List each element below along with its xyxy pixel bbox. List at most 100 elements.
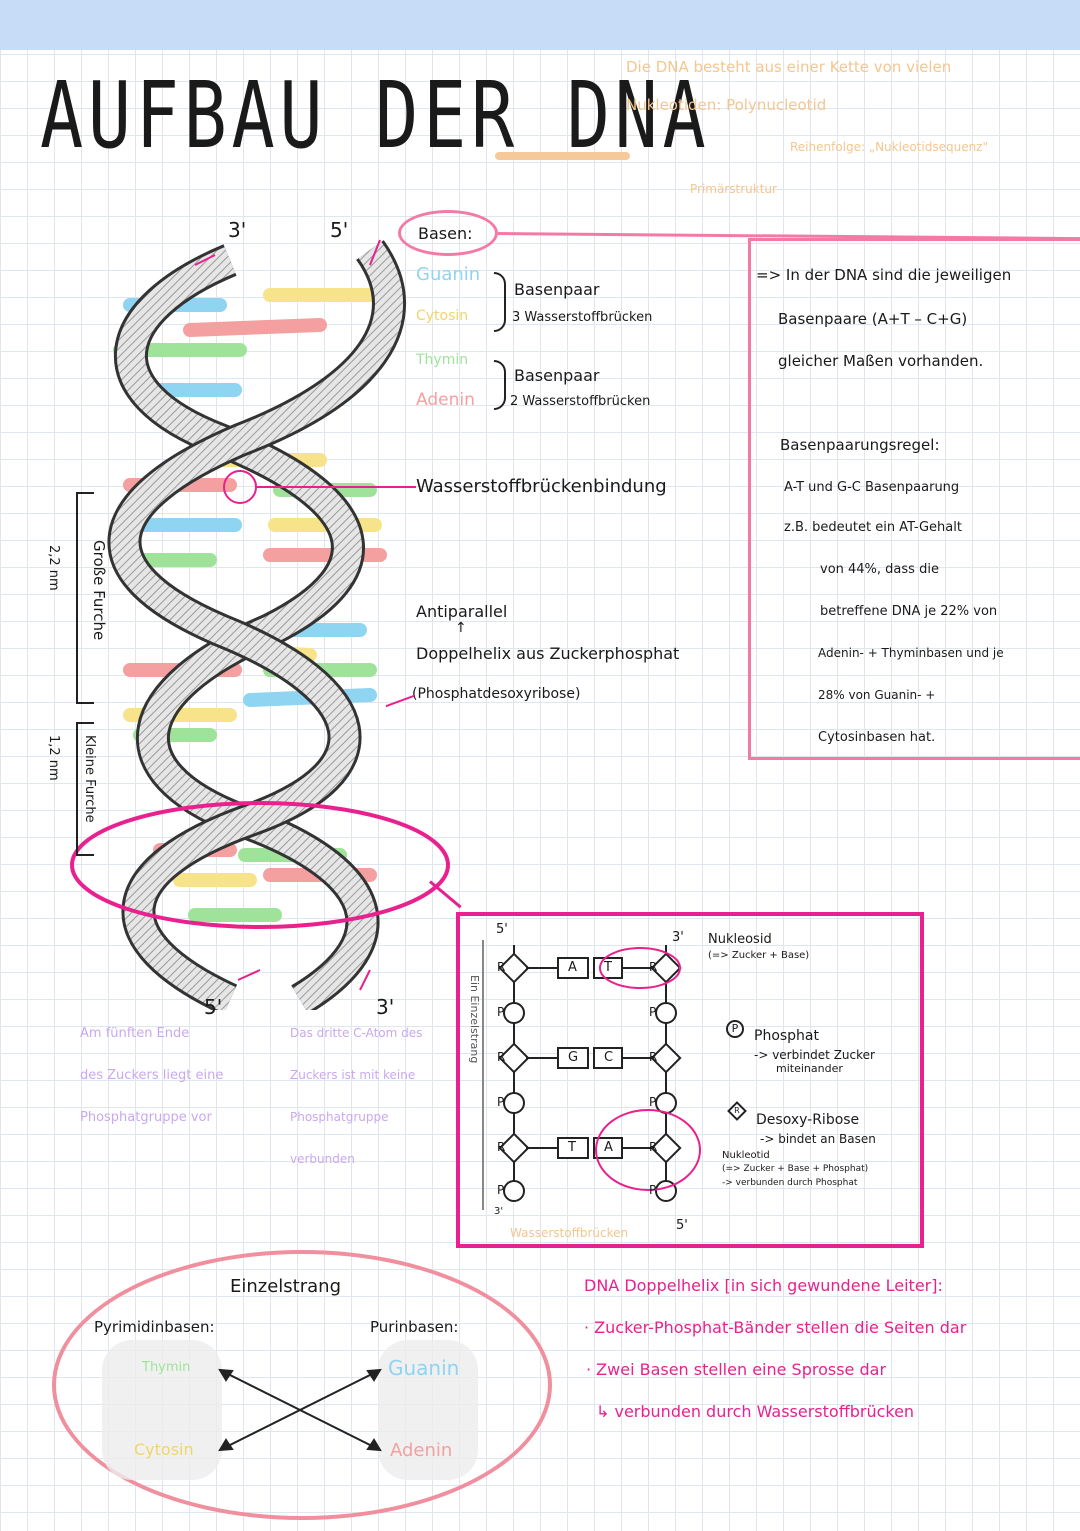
strand-p-6: P [649,1183,657,1197]
note-3-end-1: Das dritte C-Atom des [290,1026,423,1040]
hbond-label: Wasserstoffbrückenbindung [416,476,667,497]
helix-5-prime-top: 5' [330,218,349,242]
strand-r-1: R [497,960,506,974]
note-5-end-2: des Zuckers liegt eine [80,1068,224,1083]
summary-line-3: · Zwei Basen stellen eine Sprosse dar [586,1360,887,1379]
summary-line-4: ↳ verbunden durch Wasserstoffbrücken [596,1402,915,1421]
pyrimidine-shade [102,1340,222,1480]
nucleotid-legend-detail-2: -> verbunden durch Phosphat [722,1178,858,1188]
info-line-3: gleicher Maßen vorhanden. [778,352,984,370]
rule-line-7: Cytosinbasen hat. [818,730,936,745]
note-5-end-3: Phosphatgruppe vor [80,1110,212,1125]
pair-2-left: G [568,1050,579,1065]
phosphat-label: (Phosphatdesoxyribose) [412,686,581,702]
page-title: AUFBAU DER DNA [40,62,711,169]
info-box [748,238,1080,760]
pair2-brace [494,360,506,410]
strand-schematic [498,945,701,1202]
rule-line-5: Adenin- + Thyminbasen und je [818,646,1004,660]
strand-r-3: R [497,1140,506,1154]
top-bar [0,0,1080,50]
strand-p-4: P [649,1005,657,1019]
note-3-end-2: Zuckers ist mit keine [290,1068,416,1082]
base-guanin: Guanin [416,264,481,285]
strand-5-prime-bottom: 5' [676,1218,688,1233]
strand-r-2: R [497,1050,506,1064]
nucleotid-legend-detail-1: (=> Zucker + Base + Phosphat) [722,1164,869,1174]
minor-groove-size: 1,2 nm [46,735,61,781]
base-cytosin: Cytosin [416,308,469,324]
pair2-title: Basenpaar [514,366,600,385]
helix-5-prime-bottom: 5' [204,995,223,1019]
bases-heading: Basen: [418,224,473,243]
base-adenin: Adenin [416,390,475,410]
info-line-2: Basenpaare (A+T – C+G) [778,310,968,328]
strand-r-4: R [649,960,658,974]
strand-r-5: R [649,1050,658,1064]
intro-line-4: Primärstruktur [690,182,777,196]
single-strand-ellipse [52,1250,552,1520]
nucleosid-detail: (=> Zucker + Base) [708,950,810,961]
double-helix-label: Doppelhelix aus Zuckerphosphat [416,644,680,663]
nucleosid-label: Nukleosid [708,932,772,947]
pair-2-right: C [604,1050,614,1065]
info-line-1: => In der DNA sind die jeweiligen [756,266,1012,284]
cross-arrows [218,1368,382,1452]
minor-groove-label: Kleine Furche [82,735,97,823]
pair-3-left: T [568,1140,576,1155]
hbonds-label: Wasserstoffbrücken [510,1226,629,1240]
antiparallel-label: Antiparallel [416,602,508,621]
strand-p-1: P [497,1005,505,1019]
phosphat-legend-icon: P [726,1020,744,1038]
strand-p-3: P [497,1183,505,1197]
pair1-brace [494,272,506,332]
rule-line-3: von 44%, dass die [820,562,939,577]
base-thymin: Thymin [416,352,469,368]
purine-shade [378,1340,478,1480]
ss-guanin: Guanin [388,1356,460,1380]
rule-line-1: A-T und G-C Basenpaarung [784,480,960,495]
pyrimidine-label: Pyrimidinbasen: [94,1318,215,1336]
strand-side-label: Ein Einzelstrang [468,975,481,1064]
summary-line-2: · Zucker-Phosphat-Bänder stellen die Sei… [584,1318,967,1337]
intro-line-2: Nukleotiden: Polynucleotid [626,96,827,114]
phosphat-legend-detail-2: miteinander [776,1062,843,1075]
purine-label: Purinbasen: [370,1318,459,1336]
strand-p-2: P [497,1095,505,1109]
summary-line-1: DNA Doppelhelix [in sich gewundene Leite… [584,1276,943,1295]
pair-1-left: A [568,960,577,975]
bases-heading-circle [398,210,498,256]
antiparallel-arrow-icon: ↑ [455,620,467,636]
strand-r-6: R [649,1140,658,1154]
intro-line-1: Die DNA besteht aus einer Kette von viel… [626,58,952,76]
strand-3-prime-top: 3' [672,930,684,945]
ss-thymin: Thymin [142,1360,191,1375]
minor-groove-bracket [76,722,94,856]
helix-3-prime-bottom: 3' [376,995,395,1019]
major-groove-bracket [76,492,94,704]
phosphat-legend-detail-1: -> verbindet Zucker [754,1048,875,1062]
ribose-legend-icon-letter: R [734,1106,740,1115]
pair-1-right: T [604,960,612,975]
rule-line-2: z.B. bedeutet ein AT-Gehalt [784,520,962,535]
rule-title: Basenpaarungsregel: [780,436,940,454]
strand-p-5: P [649,1095,657,1109]
note-3-end-3: Phosphatgruppe [290,1110,389,1124]
ss-cytosin: Cytosin [134,1440,194,1459]
strand-diagram-box [456,912,924,1248]
strand-3-prime-bottom: 3' [494,1206,504,1217]
nucleotid-legend: Nukleotid [722,1150,770,1161]
phosphat-legend: Phosphat [754,1028,820,1044]
pair-3-right: A [604,1140,613,1155]
pair2-detail: 2 Wasserstoffbrücken [510,394,651,409]
intro-line-3: Reihenfolge: „Nukleotidsequenz" [790,140,988,154]
ribose-legend-detail: -> bindet an Basen [760,1132,876,1146]
note-5-end-1: Am fünften Ende [80,1026,190,1041]
pair1-title: Basenpaar [514,280,600,299]
double-helix-illustration [70,239,450,1010]
note-3-end-4: verbunden [290,1152,355,1166]
rule-line-6: 28% von Guanin- + [818,688,936,702]
title-underline [495,152,630,160]
ribose-legend: Desoxy-Ribose [756,1112,860,1128]
helix-3-prime-top: 3' [228,218,247,242]
